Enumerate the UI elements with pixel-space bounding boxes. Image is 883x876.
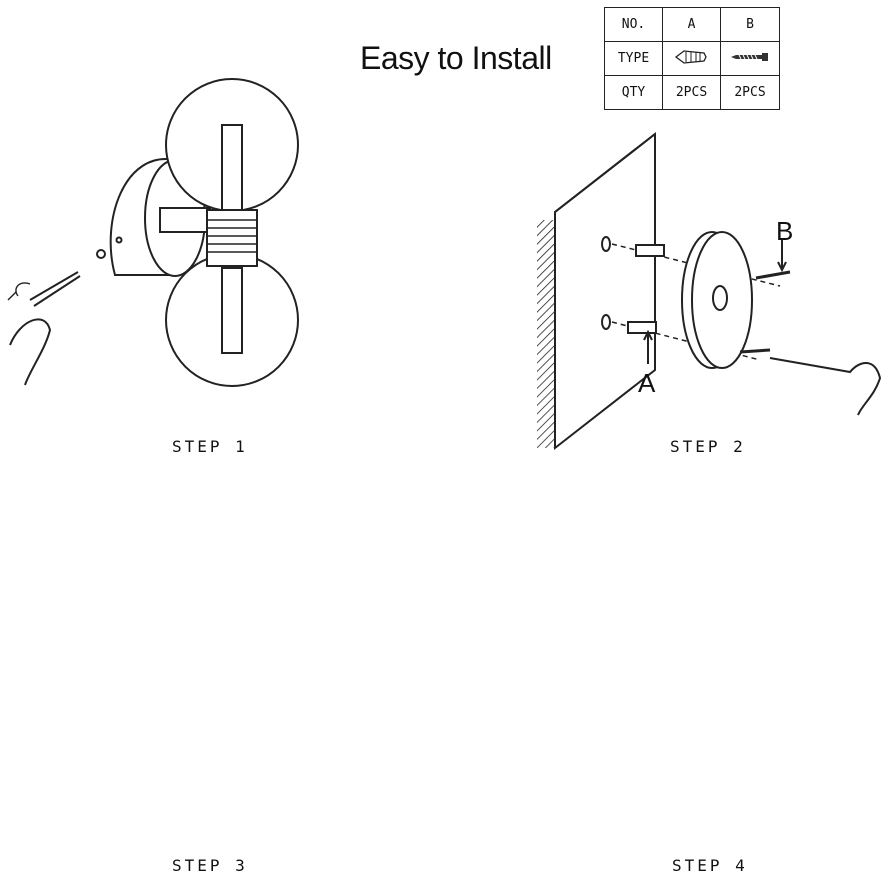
parts-type-label: TYPE — [604, 41, 663, 76]
callout-b: B — [776, 216, 794, 246]
parts-header-b: B — [720, 7, 780, 42]
screw-icon — [720, 41, 780, 76]
parts-header-row: NO. A B — [604, 7, 780, 42]
parts-type-row: TYPE — [604, 41, 780, 76]
step-2-label: STEP 2 — [670, 437, 746, 456]
parts-header-a: A — [662, 7, 721, 42]
parts-qty-row: QTY 2PCS 2PCS — [604, 75, 780, 110]
step-4-label: STEP 4 — [672, 856, 748, 875]
step2-illustration — [537, 131, 882, 451]
page-title: Easy to Install — [360, 40, 552, 76]
wall-anchor-icon — [662, 41, 721, 76]
parts-qty-b: 2PCS — [720, 75, 780, 110]
callout-a: A — [638, 368, 656, 398]
step1-illustration — [7, 78, 299, 387]
parts-table: NO. A B TYPE QTY 2PCS 2PCS — [604, 7, 780, 110]
parts-qty-a: 2PCS — [662, 75, 721, 110]
parts-qty-label: QTY — [604, 75, 663, 110]
step-1-label: STEP 1 — [172, 437, 248, 456]
step-3-label: STEP 3 — [172, 856, 248, 875]
parts-header-no: NO. — [604, 7, 663, 42]
